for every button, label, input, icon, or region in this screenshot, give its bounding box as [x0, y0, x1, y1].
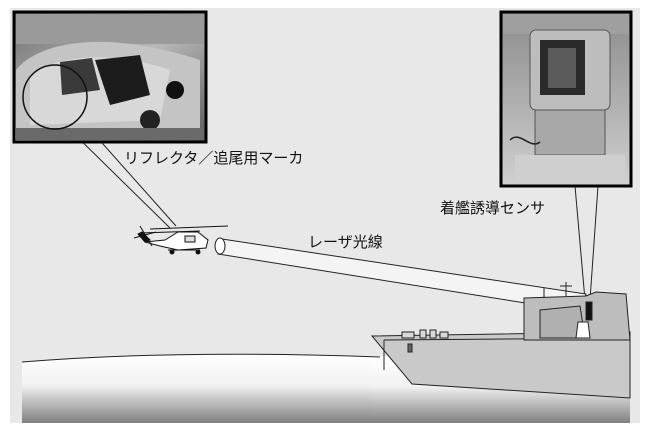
helicopter-icon [133, 225, 229, 255]
reflector-marker-circle [22, 64, 88, 130]
sensor-callout-lines [574, 185, 599, 301]
sea [22, 354, 372, 423]
landing-sensor-label: 着艦誘導センサ [440, 199, 545, 217]
landing-sensor-photo [499, 10, 633, 188]
helicopter-reflector-photo [12, 10, 208, 144]
reflector-marker-label: リフレクタ／追尾用マーカ [124, 149, 303, 167]
ship-icon [370, 282, 631, 399]
laser-beam-label: レーザ光線 [308, 233, 383, 251]
horizon-line [21, 353, 381, 363]
